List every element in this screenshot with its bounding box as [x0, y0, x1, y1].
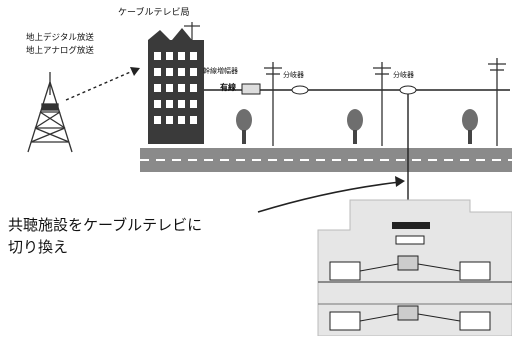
broadcast-tower-icon [27, 72, 73, 153]
splitter-label: 分岐器 [393, 71, 414, 79]
pointer-arrow [257, 176, 405, 213]
cable-station-building [148, 22, 204, 144]
tree-icon [347, 109, 363, 144]
caption-line-2: 切り換え [8, 238, 69, 256]
amplifier-box [241, 83, 261, 95]
apartment-building [317, 199, 512, 337]
utility-pole-icon [488, 58, 506, 146]
digital-broadcast-label: 地上デジタル放送 [26, 33, 94, 43]
splitter-icon [291, 85, 309, 95]
caption-line-1: 共聴施設をケーブルテレビに [8, 216, 203, 234]
utility-pole-icon [373, 62, 391, 146]
utility-pole-icon [264, 62, 282, 146]
splitter-icon [399, 85, 417, 95]
station-label: ケーブルテレビ局 [118, 8, 190, 18]
cable-label: 有線 [220, 83, 236, 92]
tree-icon [462, 109, 478, 144]
broadcast-signal-arrow [65, 67, 140, 101]
analog-broadcast-label: 地上アナログ放送 [26, 46, 94, 56]
road [140, 148, 512, 172]
trunk-amplifier-label: 幹線増幅器 [203, 67, 238, 75]
splitter-label: 分岐器 [283, 71, 304, 79]
tree-icon [236, 109, 252, 144]
